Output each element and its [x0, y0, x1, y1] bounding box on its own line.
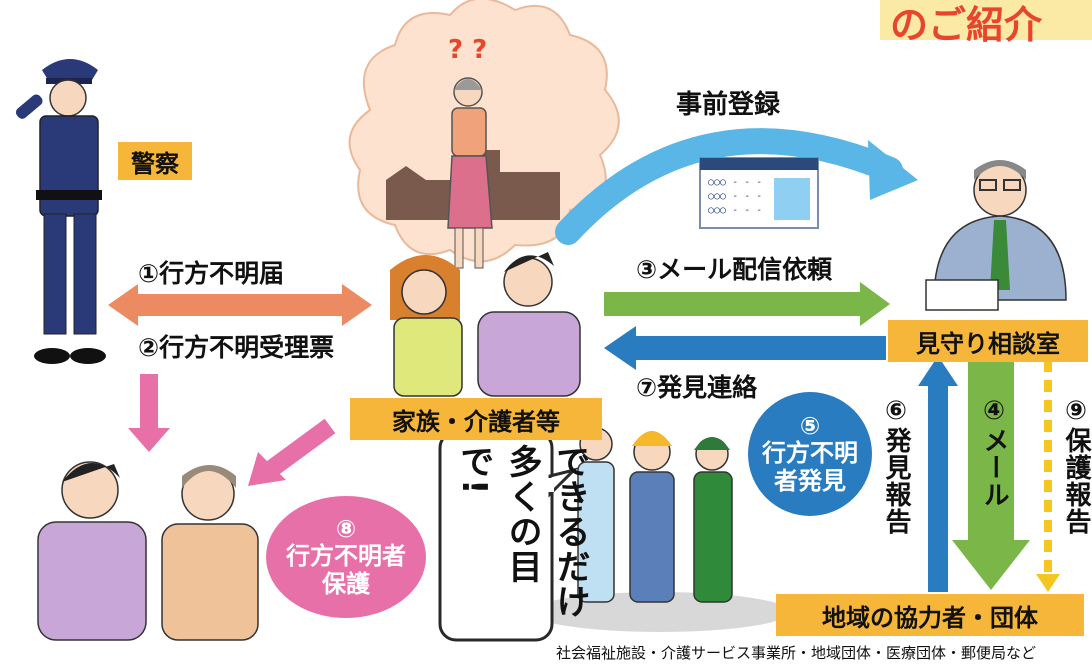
rescued-pair [37, 461, 259, 641]
police-label: 警察 [118, 142, 192, 180]
registration-card-icon [699, 157, 819, 229]
partners-label: 地域の協力者・団体 [776, 594, 1084, 636]
discovery-contact-arrow [604, 326, 886, 370]
step4-label: ④メール [979, 396, 1009, 508]
pink-arrow-down [128, 374, 170, 452]
pink-arrow-diagonal [248, 418, 336, 486]
step5-number: ⑤ [799, 411, 821, 440]
family-illustration [390, 252, 581, 397]
step7-label: ⑦発見連絡 [636, 373, 758, 402]
card-line-3: ○○○ - - - [708, 205, 763, 216]
preregister-arrow [555, 128, 918, 245]
step1-label: ①行方不明届 [138, 259, 285, 288]
card-line-2: ○○○ - - - [708, 191, 763, 202]
step9-label: ⑨保護報告 [1061, 396, 1091, 535]
discovery-report-arrow [918, 356, 958, 592]
speech-text: できるだけ多くの目で! [454, 444, 590, 619]
step8-number: ⑧ [335, 514, 357, 543]
family-label: 家族・介護者等 [350, 398, 602, 440]
office-worker [925, 160, 1067, 311]
partners-note: 社会福祉施設・介護サービス事業所・地域団体・医療団体・郵便局など [556, 644, 1037, 662]
thought-cloud [348, 0, 620, 269]
step2-label: ②行方不明受理票 [138, 333, 335, 362]
step6-label: ⑥発見報告 [881, 396, 911, 535]
page-title: のご紹介 [890, 3, 1043, 47]
office-label: 見守り相談室 [888, 320, 1088, 362]
community-helpers [530, 427, 790, 632]
card-lines: ○○○ - - - ○○○ - - - ○○○ - - - [708, 176, 772, 218]
title-banner [880, 0, 1092, 40]
mail-arrow [952, 358, 1030, 590]
police-officer [15, 59, 106, 364]
step5-badge: ⑤ 行方不明者発見 [748, 392, 872, 516]
step8-badge: ⑧ 行方不明者保護 [266, 496, 426, 618]
step3-label: ③メール配信依頼 [636, 255, 833, 284]
protection-report-arrow [1036, 360, 1060, 592]
mail-request-arrow [604, 282, 890, 326]
question-marks: ? ? [448, 35, 487, 65]
card-line-1: ○○○ - - - [708, 177, 763, 188]
preregister-label: 事前登録 [676, 90, 781, 120]
step8-text: 行方不明者保護 [286, 542, 406, 598]
step5-text: 行方不明者発見 [762, 439, 858, 495]
police-family-double-arrow [108, 284, 372, 326]
